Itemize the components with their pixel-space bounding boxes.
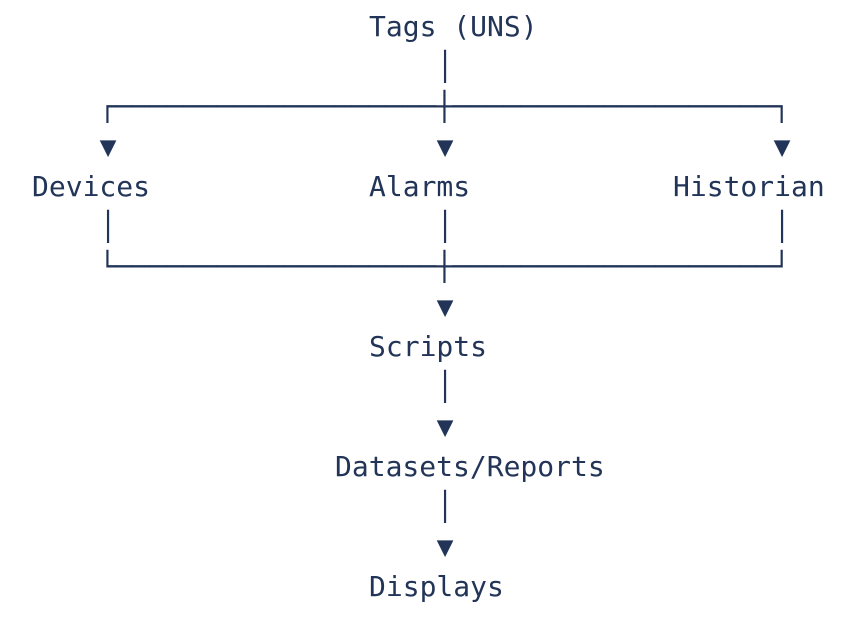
node-historian: Historian: [673, 170, 825, 203]
arrow-down-scripts-icon: ▼: [436, 290, 454, 323]
connector-scripts-stem: │: [436, 370, 454, 403]
arrow-down-displays-icon: ▼: [436, 530, 454, 563]
connector-datasets-stem: │: [436, 490, 454, 523]
node-devices: Devices: [32, 170, 151, 203]
connector-tags-stem: │: [436, 50, 454, 83]
node-datasets-reports: Datasets/Reports: [335, 450, 605, 483]
arrow-down-historian-icon: ▼: [773, 130, 791, 163]
connector-devices-stem: │: [99, 210, 117, 243]
arrow-down-datasets-icon: ▼: [436, 410, 454, 443]
node-tags-uns: Tags (UNS): [369, 10, 538, 43]
connector-branch-bottom: └───────────────────┼───────────────────…: [99, 250, 791, 283]
arrow-down-alarms-icon: ▼: [436, 130, 454, 163]
node-scripts: Scripts: [369, 330, 488, 363]
connector-historian-stem: │: [773, 210, 791, 243]
connector-alarms-stem: │: [436, 210, 454, 243]
arrow-down-devices-icon: ▼: [99, 130, 117, 163]
connector-branch-top: ┌───────────────────┼───────────────────…: [99, 90, 791, 123]
node-displays: Displays: [369, 570, 504, 603]
node-alarms: Alarms: [369, 170, 471, 203]
